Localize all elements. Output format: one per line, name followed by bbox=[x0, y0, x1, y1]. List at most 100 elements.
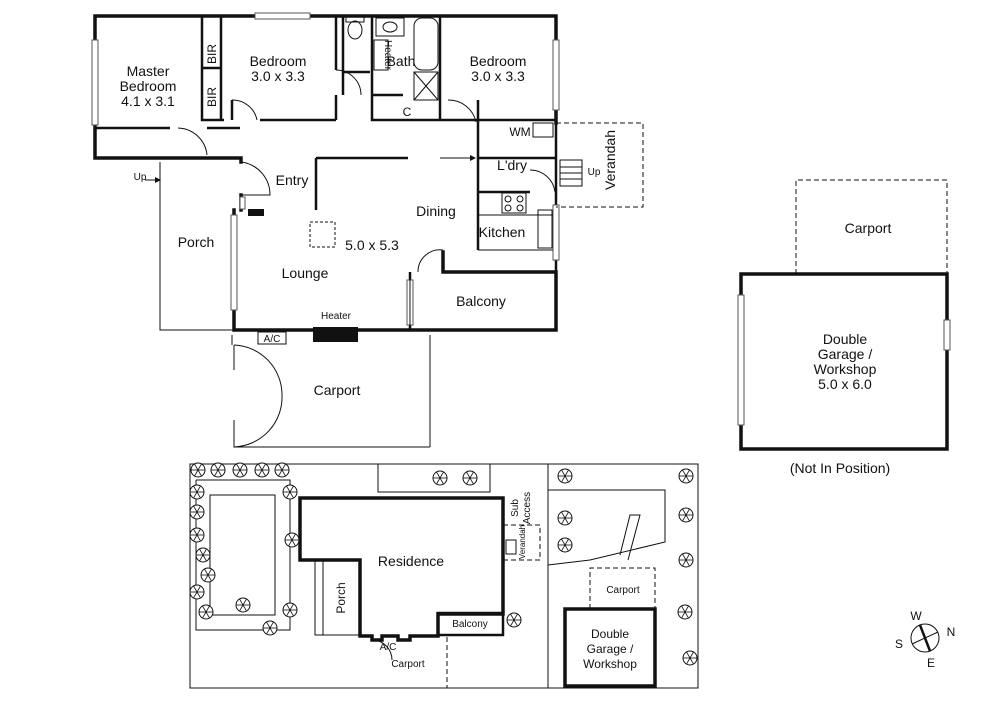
window bbox=[230, 214, 238, 311]
master-bedroom-size: 4.1 x 3.1 bbox=[121, 93, 175, 109]
site-ac-label: A/C bbox=[380, 642, 397, 653]
washing-machine bbox=[532, 122, 554, 138]
verandah-label: Verandah bbox=[602, 130, 618, 190]
entry-block bbox=[248, 209, 264, 216]
bir-label: BIR bbox=[205, 44, 219, 64]
tree-icon bbox=[195, 547, 211, 563]
tree-icon bbox=[432, 470, 448, 486]
main-floor-plan: Master Bedroom 4.1 x 3.1 BIR BIR Bedroom… bbox=[91, 12, 644, 448]
entry-label: Entry bbox=[276, 172, 309, 188]
bath-label: Bath bbox=[387, 53, 416, 69]
sub-access-label: Access bbox=[522, 492, 533, 524]
carport-gate bbox=[233, 344, 283, 448]
garage-label: Double bbox=[823, 331, 868, 347]
burner bbox=[516, 195, 524, 203]
bedroom-1-label: Bedroom bbox=[250, 53, 307, 69]
dining-label: Dining bbox=[416, 203, 456, 219]
basin bbox=[382, 21, 398, 33]
tree-icon bbox=[262, 620, 278, 636]
tree-icon bbox=[557, 468, 573, 484]
site-porch-label: Porch bbox=[334, 582, 348, 613]
garage-carport-dash bbox=[589, 567, 656, 609]
site-garage-label: Workshop bbox=[583, 657, 637, 671]
bathtub bbox=[413, 17, 439, 71]
garage-size: 5.0 x 6.0 bbox=[818, 376, 872, 392]
up-arrow-head bbox=[155, 177, 161, 183]
verandah-up-label: Up bbox=[588, 167, 601, 178]
site-garage-carport-label: Carport bbox=[606, 585, 640, 596]
residence-label: Residence bbox=[378, 553, 444, 569]
bir-label: BIR bbox=[205, 87, 219, 107]
window bbox=[239, 196, 246, 210]
balcony-label: Balcony bbox=[456, 293, 506, 309]
tree-icon bbox=[678, 507, 694, 523]
site-steps bbox=[505, 539, 517, 555]
garage-plan: Carport Double Garage / Workshop 5.0 x 6… bbox=[737, 179, 951, 476]
door-swing bbox=[177, 69, 556, 345]
tree-icon bbox=[678, 552, 694, 568]
window bbox=[91, 39, 99, 126]
site-garage-label: Double bbox=[591, 627, 629, 641]
compass-axis bbox=[918, 624, 932, 652]
burner bbox=[504, 195, 512, 203]
cooktop bbox=[501, 192, 527, 214]
site-verandah-label: Verandah bbox=[518, 525, 527, 559]
bedroom-2-size: 3.0 x 3.3 bbox=[471, 68, 525, 84]
kitchen-wall bbox=[478, 123, 558, 274]
not-in-position-note: (Not In Position) bbox=[790, 460, 890, 476]
skylight bbox=[309, 221, 336, 248]
master-bedroom-label: Bedroom bbox=[120, 78, 177, 94]
burner bbox=[504, 204, 512, 212]
garage-label: Garage / bbox=[818, 346, 873, 362]
site-gate bbox=[371, 639, 393, 661]
site-boundary bbox=[189, 463, 699, 689]
site-plan: Residence Porch Balcony Verandah Sub Acc… bbox=[189, 462, 699, 689]
sink bbox=[537, 209, 553, 249]
shower-diag bbox=[413, 71, 439, 101]
site-garage bbox=[563, 607, 657, 688]
heater-label: Heater bbox=[321, 311, 352, 322]
kitchen-label: Kitchen bbox=[479, 224, 526, 240]
porch-up-label: Up bbox=[134, 172, 147, 183]
cupboard-label: C bbox=[403, 105, 412, 119]
burner bbox=[516, 204, 524, 212]
ac-label: A/C bbox=[264, 334, 281, 345]
compass-e: E bbox=[927, 656, 935, 670]
lounge-heater bbox=[313, 327, 358, 342]
master-bedroom-label: Master bbox=[127, 63, 170, 79]
tree-icon bbox=[198, 604, 214, 620]
compass-ring bbox=[910, 623, 940, 653]
tree-icon bbox=[282, 602, 298, 618]
toilet-cistern bbox=[345, 15, 365, 23]
garage-carport-label: Carport bbox=[845, 220, 892, 236]
tree-icon bbox=[682, 650, 698, 666]
carport-label: Carport bbox=[314, 382, 361, 398]
bedroom-1-size: 3.0 x 3.3 bbox=[251, 68, 305, 84]
tree-icon bbox=[189, 484, 205, 500]
site-carport-label: Carport bbox=[391, 659, 425, 670]
window bbox=[552, 204, 560, 261]
verandah-outline bbox=[556, 122, 644, 208]
garage-label: Workshop bbox=[814, 361, 877, 377]
tree-icon bbox=[189, 527, 205, 543]
tree-icon bbox=[284, 532, 300, 548]
site-lines bbox=[195, 464, 666, 688]
site-balcony bbox=[436, 611, 505, 637]
garage-window bbox=[943, 319, 951, 351]
ac-unit bbox=[257, 331, 287, 345]
wm-label: WM bbox=[509, 125, 530, 139]
tree-icon bbox=[210, 462, 226, 478]
vanity bbox=[375, 17, 405, 37]
tree-icon bbox=[677, 604, 693, 620]
tree-icon bbox=[254, 462, 270, 478]
tree-icon bbox=[232, 462, 248, 478]
tree-icon bbox=[678, 468, 694, 484]
site-trees bbox=[189, 462, 698, 666]
tree-icon bbox=[506, 612, 522, 628]
compass-n: N bbox=[947, 625, 956, 639]
tree-icon bbox=[200, 567, 216, 583]
window bbox=[552, 39, 560, 111]
bath-heater bbox=[373, 39, 389, 71]
site-garage-label: Garage / bbox=[587, 642, 634, 656]
